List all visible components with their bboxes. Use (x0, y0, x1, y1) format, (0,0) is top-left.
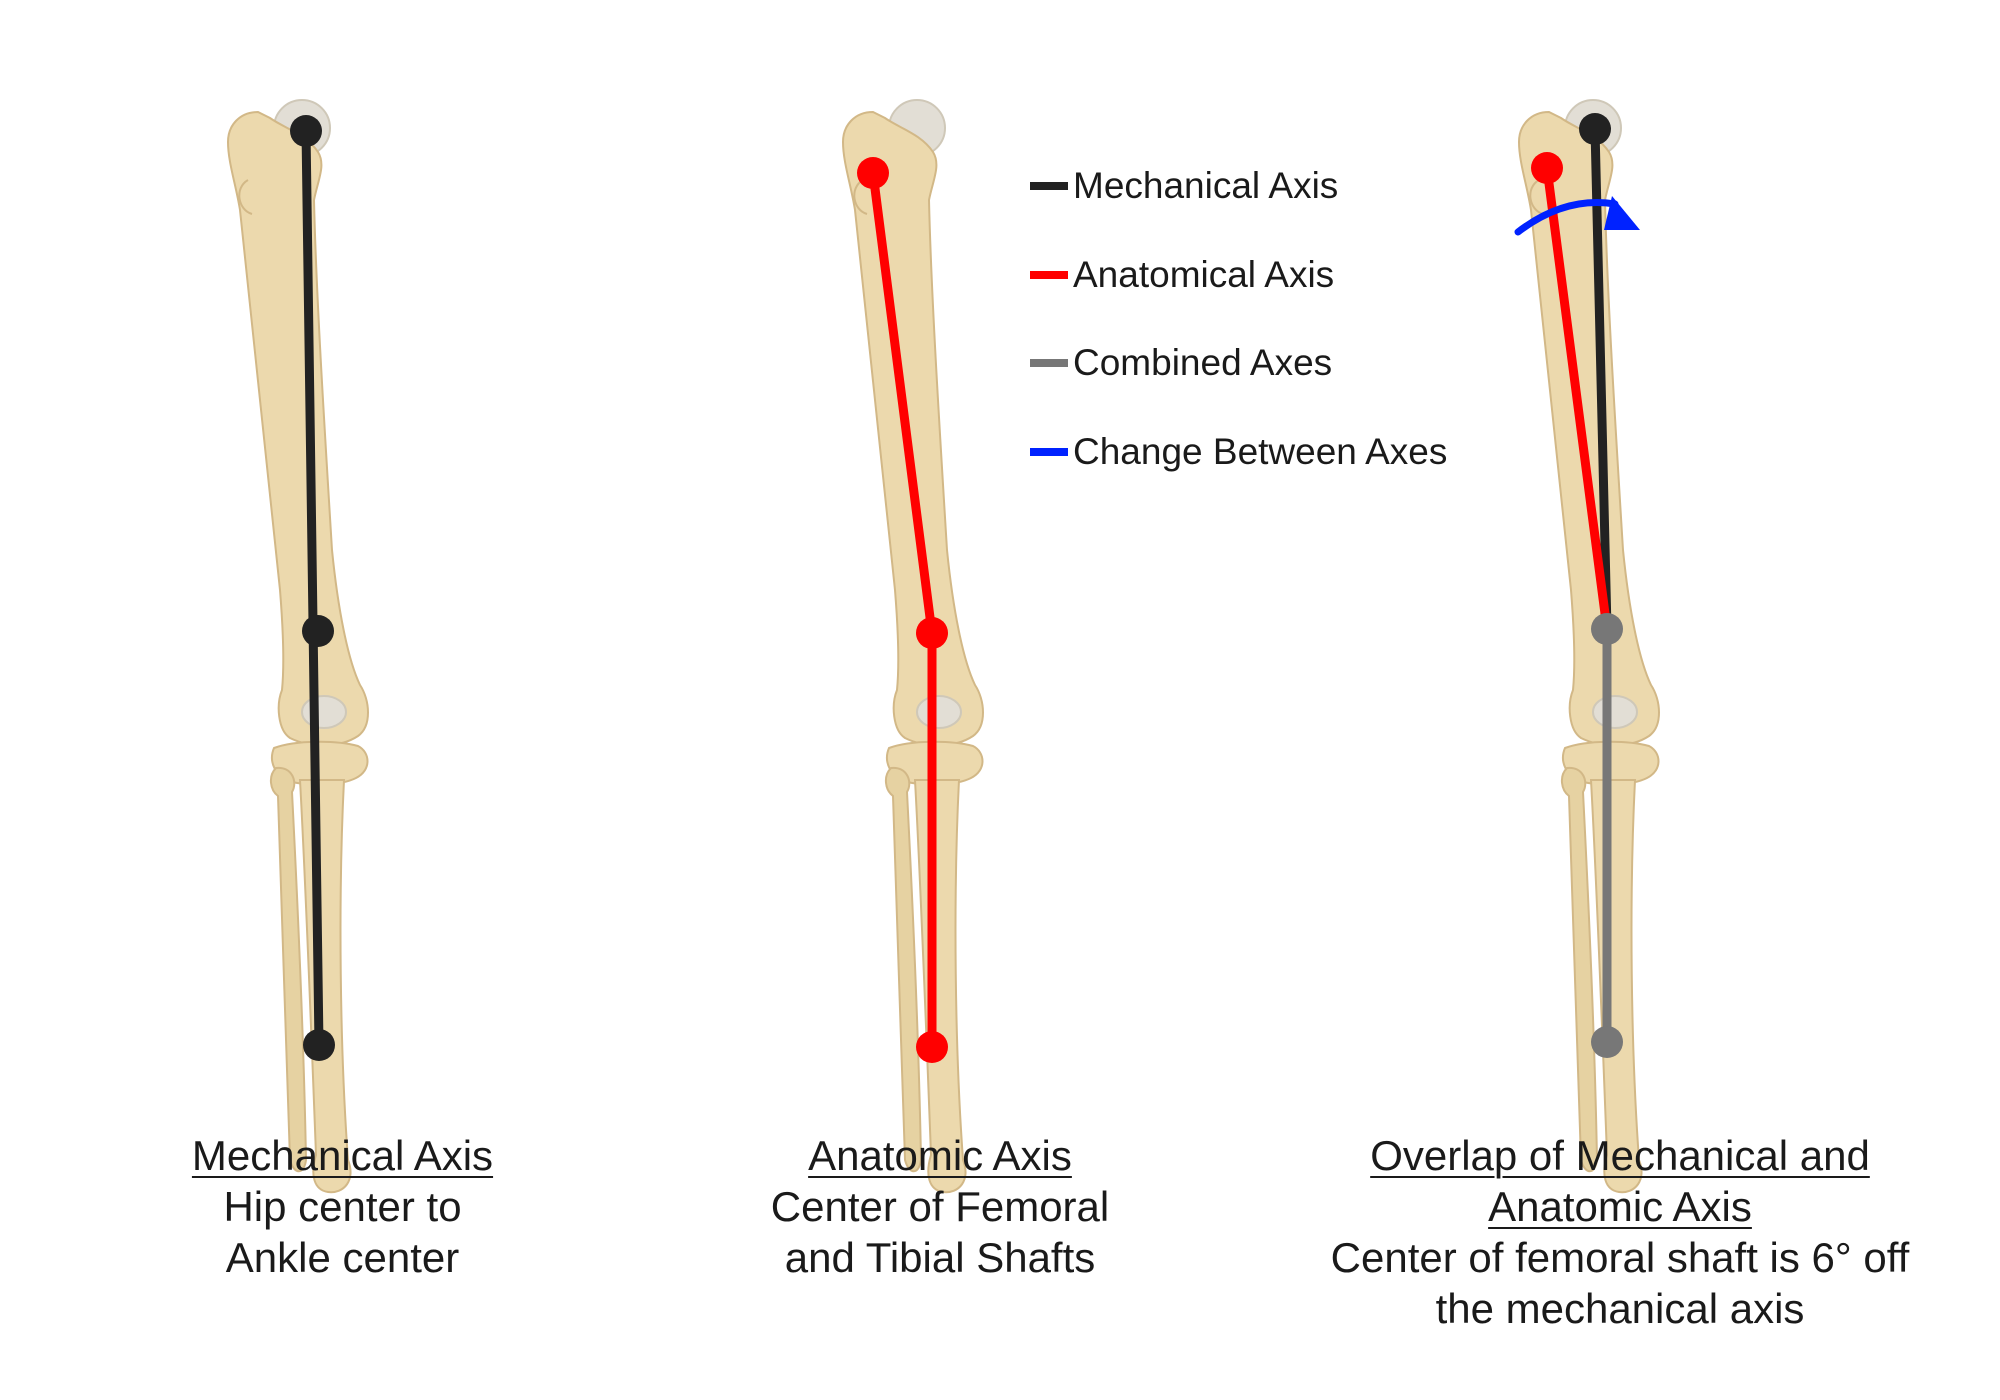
knee-center-point (916, 617, 948, 649)
caption-description: Center of femoral shaft is 6° off the me… (1330, 1234, 1910, 1332)
ankle-center-point (303, 1029, 335, 1061)
change-between-axes-arrow (1514, 199, 1619, 236)
legend-item-anatomical: Anatomical Axis (1030, 253, 1447, 295)
ankle-center-point (916, 1031, 948, 1063)
ankle-center-point (1591, 1026, 1623, 1058)
caption-title: Anatomic Axis (808, 1132, 1072, 1179)
hip-center-point (290, 115, 322, 147)
legend-label-combined: Combined Axes (1073, 342, 1333, 383)
legend-item-change: Change Between Axes (1030, 430, 1448, 472)
anatomical-axis-femur-line (1542, 163, 1612, 634)
femoral-shaft-point (857, 157, 889, 189)
mechanical-axis-line (301, 126, 324, 1050)
leg-panel-overlap (1514, 99, 1660, 1194)
leg-bones-2 (842, 99, 984, 1194)
legend-label-change: Change Between Axes (1073, 430, 1448, 472)
leg-panel-mechanical (227, 99, 369, 1194)
caption-description: Hip center to Ankle center (223, 1183, 462, 1281)
caption-overlap: Overlap of Mechanical and Anatomic Axis … (1290, 1130, 1950, 1334)
legend: Mechanical Axis Anatomical Axis Combined… (1030, 166, 1447, 520)
caption-description: Center of Femoral and Tibial Shafts (770, 1183, 1110, 1281)
knee-center-point (1591, 613, 1623, 645)
caption-title: Mechanical Axis (191, 1132, 494, 1179)
caption-mechanical-axis: Mechanical Axis Hip center to Ankle cent… (145, 1130, 540, 1283)
leg-bones-1 (227, 99, 369, 1194)
legend-swatch-combined (1030, 359, 1068, 367)
legend-item-mechanical: Mechanical Axis (1030, 166, 1447, 206)
legend-swatch-change (1030, 447, 1068, 456)
change-arrow-head-icon (1604, 196, 1640, 230)
mechanical-axis-line (1590, 124, 1612, 634)
legend-item-combined: Combined Axes (1030, 343, 1447, 383)
legend-label-anatomical: Anatomical Axis (1073, 253, 1335, 295)
legend-label-mechanical: Mechanical Axis (1073, 165, 1339, 206)
hip-center-point (1579, 113, 1611, 145)
caption-title: Overlap of Mechanical and Anatomic Axis (1370, 1132, 1870, 1230)
knee-center-point (302, 615, 334, 647)
anatomical-axis-femur-line (868, 168, 937, 638)
leg-bones-3 (1518, 99, 1660, 1194)
legend-swatch-anatomical (1030, 270, 1068, 279)
leg-panel-anatomic (842, 99, 984, 1194)
caption-anatomic-axis: Anatomic Axis Center of Femoral and Tibi… (740, 1130, 1140, 1283)
legend-swatch-mechanical (1030, 182, 1068, 190)
femoral-shaft-point (1531, 152, 1563, 184)
